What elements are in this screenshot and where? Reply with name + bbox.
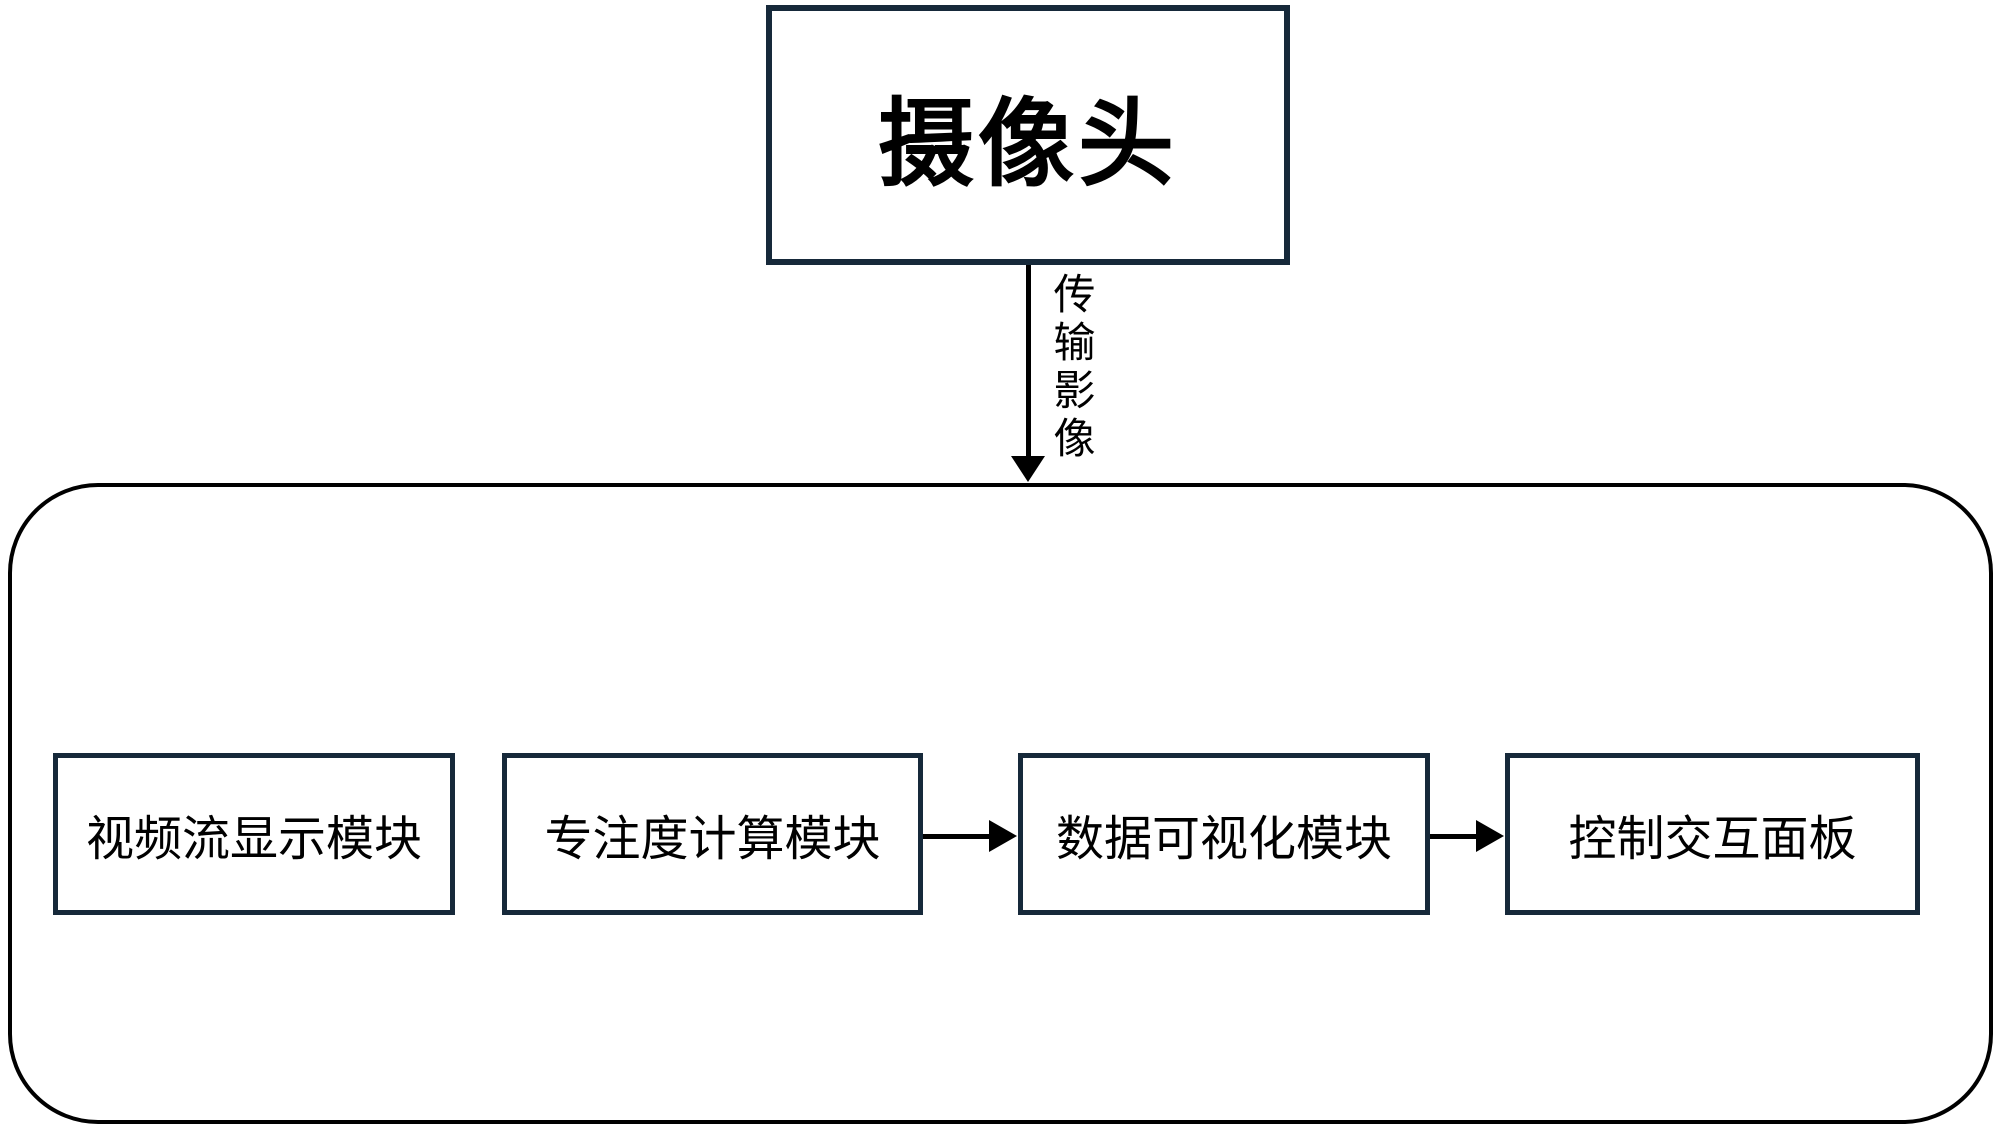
flow-arrow-line bbox=[923, 834, 990, 839]
flow-arrow-head-icon bbox=[1476, 820, 1504, 852]
module-label: 视频流显示模块 bbox=[85, 811, 422, 867]
module-node-visualization: 数据可视化模块 bbox=[1018, 753, 1430, 915]
transfer-arrow-head-icon bbox=[1011, 456, 1045, 482]
module-label: 数据可视化模块 bbox=[1055, 811, 1392, 867]
flow-arrow-line bbox=[1430, 834, 1478, 839]
module-node-video-stream: 视频流显示模块 bbox=[53, 753, 455, 915]
transfer-arrow-label: 传输影像 bbox=[1047, 272, 1096, 464]
module-node-concentration: 专注度计算模块 bbox=[502, 753, 923, 915]
module-node-control-panel: 控制交互面板 bbox=[1505, 753, 1920, 915]
camera-node: 摄像头 bbox=[766, 5, 1290, 265]
camera-node-label: 摄像头 bbox=[878, 87, 1178, 200]
module-label: 控制交互面板 bbox=[1568, 811, 1857, 867]
transfer-arrow-line bbox=[1026, 265, 1031, 459]
flow-arrow-head-icon bbox=[989, 820, 1017, 852]
module-label: 专注度计算模块 bbox=[544, 811, 881, 867]
